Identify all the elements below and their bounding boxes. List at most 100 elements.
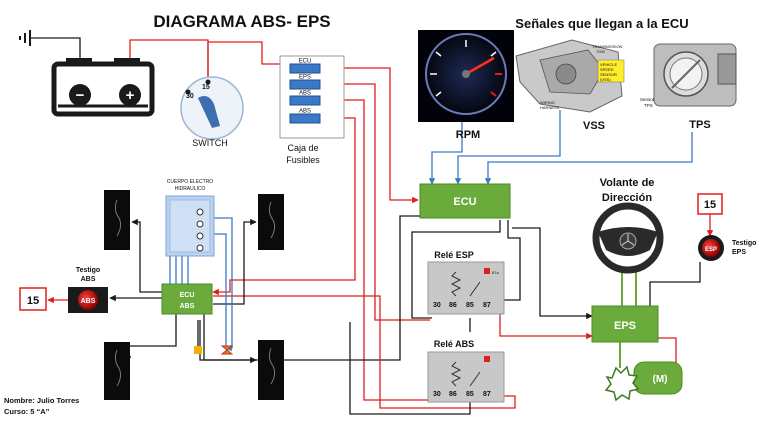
tps-inner-1: Sensor (640, 97, 655, 102)
testigo-eps-label-2: EPS (732, 249, 746, 256)
wheel-sensor-rear-right (258, 340, 284, 400)
ground-icon (19, 30, 31, 46)
fuse-body (289, 95, 321, 106)
switch-fusebox-wire (207, 41, 282, 78)
testigo-abs-fuse-label: 15 (27, 295, 39, 307)
fuse-body (289, 63, 321, 74)
ground-wire (30, 37, 81, 66)
ecu-label: ECU (453, 196, 476, 208)
testigo-abs-fuse (19, 287, 47, 311)
signals-title: Señales que llegan a la ECU (515, 16, 688, 31)
relay-abs-terminal: 87 (483, 391, 491, 398)
relay-esp-terminal: 87 (483, 302, 491, 309)
vss-tag-4: (VSS) (600, 77, 611, 82)
tps-ecu-wire (484, 132, 693, 185)
hydraulic-label-2: HIDRAULICO (175, 186, 206, 192)
steering-wheel-icon (592, 202, 664, 274)
relay-esp-title: Relé ESP (434, 250, 474, 260)
relay-abs-out-wire (213, 295, 516, 409)
relay-esp (427, 261, 505, 315)
fuse-box-label-1: Caja de (287, 143, 318, 153)
tps-sensor-image (653, 43, 737, 107)
relay-esp-terminal: 85 (466, 302, 474, 309)
abs-wheel-fl-wire (131, 218, 162, 293)
rpm-label: RPM (456, 129, 480, 141)
fuse-abs-wire-2 (212, 117, 356, 296)
abs-ecu-label-2: ABS (180, 303, 195, 310)
abs-ecu-box (161, 283, 213, 315)
switch-terminal-15: 15 (202, 84, 210, 91)
relay-abs-terminal: 86 (449, 391, 457, 398)
abs-wheel-fr-wire (213, 218, 257, 305)
vss-sensor-image (515, 39, 625, 113)
testigo-eps-fuse-label: 15 (704, 199, 716, 211)
vss-tag-2: SPEED (600, 67, 614, 72)
abs-warning-lamp-icon (68, 287, 108, 313)
testigo-abs-icon-text: ABS (81, 298, 96, 305)
tps-label: TPS (689, 119, 710, 131)
testigo-eps-fuse (697, 193, 723, 215)
ecu-relay-abs-wire (411, 220, 501, 319)
vss-inner-1: TRANSMISSION (592, 44, 623, 49)
eps-testigo-wire (649, 262, 701, 308)
rpm-ecu-wire (428, 122, 463, 185)
fuse-label: EPS (299, 75, 311, 81)
relay-esp-tag: 87a (492, 270, 499, 275)
switch-terminal-30: 30 (186, 93, 194, 100)
relay-abs-terminal: 30 (433, 391, 441, 398)
fuse-label: ECU (299, 59, 312, 65)
author-course: Curso: 5 “A” (4, 407, 50, 416)
ecu-eps-wire (512, 227, 593, 320)
vss-harness-1: WIRING (540, 100, 555, 105)
steering-label-1: Volante de (600, 177, 655, 189)
fuse-label: ABS (299, 91, 311, 97)
ignition-switch (180, 76, 244, 140)
valve-icons (194, 345, 234, 355)
vss-ecu-wire (454, 110, 561, 185)
diagram-title: DIAGRAMA ABS- EPS (153, 12, 330, 31)
ecu-box (419, 183, 511, 219)
author-name: Nombre: Julio Torres (4, 396, 79, 405)
relay-esp-terminal: 86 (449, 302, 457, 309)
svg-text:−: − (76, 87, 85, 104)
fuse-body (289, 79, 321, 90)
esp-warning-lamp-icon (698, 235, 724, 261)
steering-label-2: Dirección (602, 192, 652, 204)
tachometer-image (418, 30, 514, 122)
fuse-ecu-wire (320, 67, 419, 204)
vss-harness-2: HARNESS (540, 105, 560, 110)
abs-wheel-rr-wire (203, 314, 257, 364)
switch-label: SWITCH (192, 138, 228, 148)
fuse-eps-wire (320, 83, 430, 321)
testigo-abs-label-2: ABS (81, 276, 96, 283)
motor-icon (604, 361, 683, 402)
eps-label: EPS (614, 320, 636, 332)
relay-abs-title: Relé ABS (434, 339, 474, 349)
abs-ecu-label-1: ECU (180, 292, 195, 299)
vss-label: VSS (583, 120, 605, 132)
relay-esp-terminal: 30 (433, 302, 441, 309)
abs-wheel-rl-wire (124, 314, 177, 363)
relay-abs (427, 351, 505, 403)
ecu-abs-wire (199, 215, 420, 361)
svg-text:+: + (126, 87, 135, 104)
hydraulic-label-1: CUERPO ELECTRO (167, 179, 214, 185)
steering-eps-link (621, 272, 637, 306)
testigo-abs-label-1: Testigo (76, 267, 100, 274)
vss-inner-2: 7000 (596, 49, 606, 54)
ecu-relay-esp-wire (488, 220, 521, 301)
testigo-eps-icon-text: ESP (705, 247, 717, 253)
eps-box (591, 305, 659, 343)
wheel-sensor-front-right (258, 194, 284, 250)
relay-abs-terminals: 30 86 85 87 (433, 391, 491, 398)
fuse-body (289, 113, 321, 124)
battery-icon: − + (51, 58, 155, 117)
wheel-sensor-front-left (104, 190, 130, 250)
wheel-sensor-rear-left (104, 342, 130, 400)
relay-abs-terminal: 85 (466, 391, 474, 398)
motor-label: (M) (653, 374, 668, 385)
testigo-eps-label-1: Testigo (732, 240, 756, 247)
tps-inner-2: TPS (644, 103, 653, 108)
